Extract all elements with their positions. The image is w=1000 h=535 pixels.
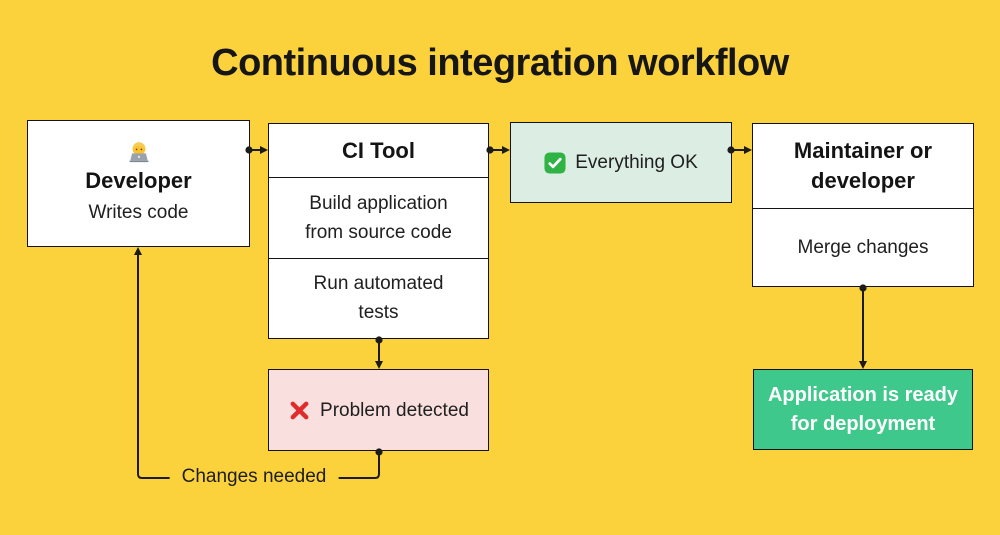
node-ci-tool: CI Tool Build application from source co… — [268, 123, 489, 339]
ci-tool-header: CI Tool — [269, 124, 488, 178]
everything-ok-label: Everything OK — [575, 152, 698, 173]
check-mark-icon — [544, 151, 566, 174]
ci-tool-step-label: Build application from source code — [305, 192, 452, 243]
problem-detected-label: Problem detected — [320, 399, 469, 421]
page-title: Continuous integration workflow — [211, 42, 789, 84]
node-problem-detected: Problem detected — [268, 369, 489, 451]
ci-tool-step-label: Run automated tests — [313, 273, 444, 324]
ci-tool-step-test: Run automated tests — [269, 257, 488, 339]
ci-tool-title: CI Tool — [342, 137, 415, 163]
developer-title: Developer — [85, 168, 192, 193]
cross-mark-icon — [288, 399, 311, 422]
deploy-ready-label: Application is ready for deployment — [767, 383, 959, 435]
maintainer-body: Merge changes — [753, 209, 973, 286]
ci-tool-step-build: Build application from source code — [269, 178, 488, 258]
node-developer: Developer Writes code — [27, 120, 250, 247]
maintainer-header: Maintainer or developer — [753, 124, 973, 209]
developer-subtitle: Writes code — [88, 202, 189, 223]
maintainer-title: Maintainer or developer — [793, 138, 933, 193]
node-deploy-ready: Application is ready for deployment — [753, 369, 973, 450]
changes-needed-label: Changes needed — [169, 466, 339, 488]
node-everything-ok: Everything OK — [510, 122, 732, 203]
maintainer-subtitle: Merge changes — [797, 237, 929, 258]
node-maintainer: Maintainer or developer Merge changes — [752, 123, 974, 287]
technologist-icon — [126, 140, 152, 164]
